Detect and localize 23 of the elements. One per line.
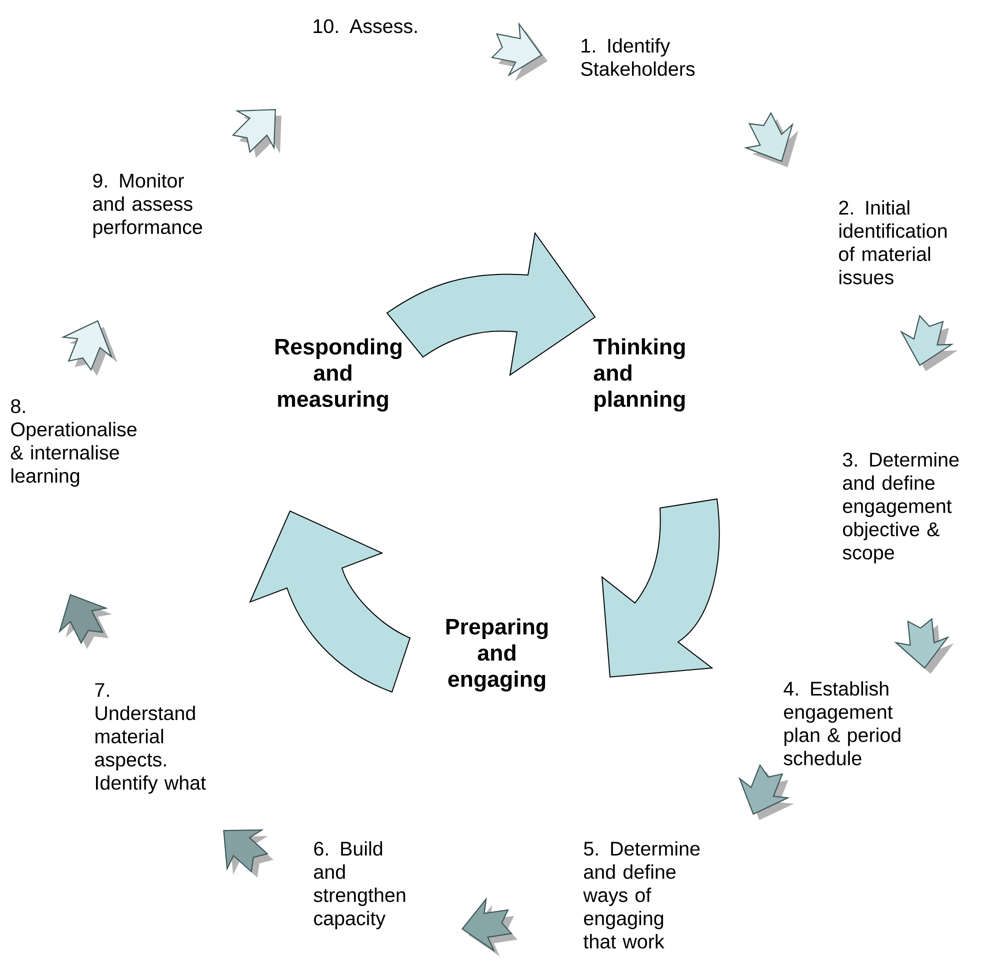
phase-label: Preparing and engaging — [446, 618, 548, 692]
step-label: 6. Build and strengthen capacity — [314, 841, 406, 930]
curved-arrow — [602, 498, 720, 678]
step-label: 1. Identify Stakeholders — [581, 38, 695, 76]
block-arrow — [491, 22, 548, 82]
step-label: 8. Operationalise & internalise learning — [10, 399, 136, 487]
block-arrow — [61, 320, 118, 376]
block-arrow — [900, 314, 958, 372]
block-arrow — [738, 764, 794, 820]
step-label: 10. Assess. — [314, 19, 417, 34]
block-arrow — [58, 594, 112, 649]
step-label: 7. Understand material aspects. Identify what — [95, 683, 206, 794]
step-label: 5. Determine and define ways of engaging that work — [583, 841, 700, 949]
curved-arrow — [386, 232, 596, 376]
step-label: 4. Establish engagement plan & period schedule — [784, 681, 900, 766]
phase-label: Thinking and planning — [593, 338, 685, 412]
block-arrow — [223, 829, 274, 878]
curved-arrow — [250, 510, 410, 692]
phase-label: Responding and measuring — [276, 338, 402, 412]
step-label: 9. Monitor and assess performance — [93, 173, 202, 238]
step-label: 2. Initial identification of material issues — [839, 200, 947, 284]
step-label: 3. Determine and define engagement objective & scope — [842, 452, 959, 564]
block-arrow — [462, 897, 518, 956]
